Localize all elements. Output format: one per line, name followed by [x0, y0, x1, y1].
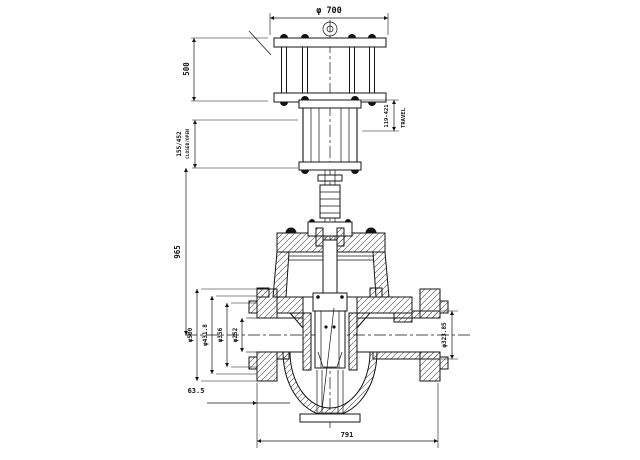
- bottom-dome-rim: [282, 351, 378, 417]
- right-flange-tab: [439, 356, 449, 370]
- dim-face-to-face: 791: [257, 383, 439, 448]
- crotch: [288, 312, 304, 330]
- actuator-top-plate: [273, 37, 387, 48]
- stud-section: [369, 287, 383, 298]
- wedge-edge: [321, 307, 335, 411]
- left-flange: [256, 351, 278, 382]
- dim-stroke-right-note: TRAVEL: [401, 107, 407, 128]
- actuator-cylinder: [273, 34, 387, 106]
- left-flange-tab: [248, 356, 258, 370]
- dome-bottom-pad: [299, 413, 361, 423]
- bonnet: [272, 219, 390, 298]
- dim-gasket-diameter-label: φ431.8: [202, 324, 209, 346]
- bolt-icon: [348, 34, 356, 38]
- yoke-bottom-plate: [298, 161, 362, 171]
- bonnet-bolt-icon: [365, 227, 377, 233]
- dim-stroke-right-label: 119-421: [384, 104, 390, 128]
- stem-flange: [317, 174, 343, 182]
- yoke-cylinder: [298, 96, 362, 174]
- dim-bottom-offset: 63.5: [188, 383, 290, 448]
- body-neck-flange-left: [276, 296, 304, 314]
- lifting-eye-hole: [326, 25, 334, 33]
- bolt-icon: [301, 96, 309, 100]
- bolt-dot-icon: [340, 295, 344, 299]
- dim-pipe-od: φ323.85: [441, 310, 458, 360]
- bolt-icon: [280, 34, 288, 38]
- dim-diameters-left: φ500 φ431.8 φ356 φ252: [187, 288, 258, 382]
- yoke-top-plate: [298, 99, 362, 109]
- dim-bottom-offset-label: 63.5: [188, 387, 205, 395]
- gate-dot-icon: [332, 325, 336, 329]
- right-flange: [419, 351, 441, 382]
- dim-top-flange-diameter-label: φ 700: [316, 6, 342, 16]
- dim-bore-label: φ252: [232, 327, 239, 342]
- dim-centerline-height-label: 965: [173, 245, 182, 259]
- nut-icon: [280, 102, 288, 106]
- lifting-eye: [322, 21, 338, 37]
- dim-raised-face-label: φ356: [217, 327, 224, 342]
- stem-coupling: [319, 184, 341, 219]
- tie-rod: [369, 46, 375, 94]
- bolt-icon: [351, 96, 359, 100]
- stuffing-gland: [307, 221, 353, 237]
- bolt-dot-icon: [316, 295, 320, 299]
- crotch: [356, 312, 372, 330]
- dim-flange-od-label: φ500: [187, 327, 194, 342]
- nut-icon: [351, 170, 359, 174]
- gland-bolt-icon: [309, 219, 315, 222]
- bolt-icon: [301, 34, 309, 38]
- left-flange: [256, 288, 278, 319]
- tie-rod: [302, 46, 308, 94]
- stem-in-bonnet: [322, 239, 338, 298]
- nut-icon: [301, 170, 309, 174]
- seat-ring: [348, 312, 358, 371]
- gate-dot-icon: [324, 325, 328, 329]
- leader-line: [248, 30, 272, 56]
- packing: [315, 227, 324, 247]
- tie-rod: [349, 46, 355, 94]
- packing: [336, 227, 345, 247]
- dim-stroke-left-note: CLOSED/OPEN: [185, 129, 191, 159]
- body-neck-flange-right: [356, 296, 413, 314]
- bonnet-bolt-icon: [285, 227, 297, 233]
- right-flange-tab: [439, 300, 449, 314]
- dim-actuator-height: 500: [182, 37, 268, 102]
- bolt-icon: [368, 34, 376, 38]
- dim-top-flange-diameter: φ 700: [248, 6, 389, 56]
- seat-ring: [302, 312, 312, 371]
- dim-stroke-left: 155/452 CLOSED/OPEN: [176, 119, 298, 169]
- gland-bolt-icon: [345, 219, 351, 222]
- right-flange: [419, 288, 441, 319]
- dim-pipe-od-label: φ323.85: [441, 322, 448, 348]
- lifting-eye-ring: [322, 21, 338, 37]
- left-flange-tab: [248, 300, 258, 314]
- nut-icon: [368, 102, 376, 106]
- dim-stroke-right: 119-421 TRAVEL: [362, 99, 407, 132]
- dim-actuator-height-label: 500: [182, 62, 191, 76]
- dim-centerline-height: 965: [173, 168, 189, 335]
- dim-stroke-left-label: 155/452: [176, 131, 183, 157]
- valve-body: [248, 287, 449, 423]
- tie-rod: [281, 46, 287, 94]
- dim-face-to-face-label: 791: [341, 431, 354, 439]
